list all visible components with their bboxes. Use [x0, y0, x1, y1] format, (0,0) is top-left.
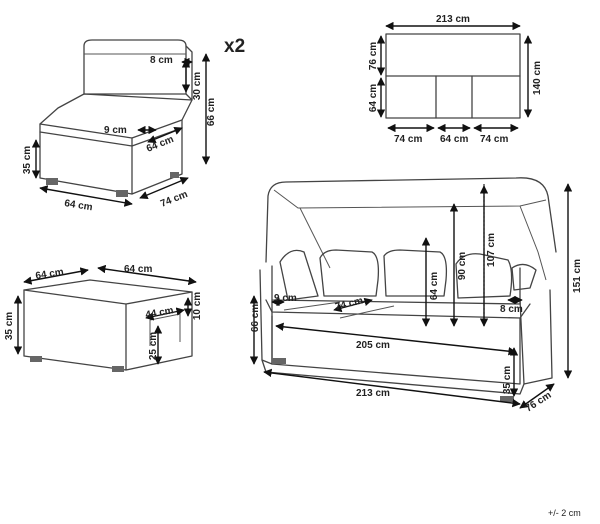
- ottoman-top-depth: 64 cm: [124, 264, 152, 275]
- daybed-total-width: 213 cm: [356, 388, 390, 399]
- chair-dimensions: [31, 53, 211, 207]
- chair-base-height: 35 cm: [22, 146, 33, 174]
- top-view-middle-section: 64 cm: [440, 134, 468, 145]
- daybed-drawing: [259, 177, 557, 402]
- daybed-depth: 76 cm: [524, 390, 554, 415]
- ottoman-height: 35 cm: [4, 312, 15, 340]
- top-view-dimensions: [376, 21, 533, 133]
- top-view-total-width: 213 cm: [436, 14, 470, 25]
- ottoman-top-width: 64 cm: [35, 267, 65, 282]
- chair-total-height: 66 cm: [206, 98, 217, 126]
- top-view-right-section: 74 cm: [480, 134, 508, 145]
- top-view-drawing: [385, 33, 521, 119]
- chair-depth: 74 cm: [159, 189, 190, 210]
- daybed-seat-width: 205 cm: [356, 340, 390, 351]
- ottoman-inner-width: 44 cm: [145, 305, 175, 321]
- daybed-seat-depth: 74 cm: [334, 295, 364, 313]
- chair-armless-width: 9 cm: [104, 125, 127, 136]
- chair-backrest-height: 30 cm: [192, 72, 203, 100]
- ottoman-leg-height: 25 cm: [148, 332, 159, 360]
- top-view-back-depth: 76 cm: [368, 42, 379, 70]
- chair-backrest-depth: 8 cm: [150, 55, 173, 66]
- chair-width: 64 cm: [64, 198, 94, 213]
- ottoman-inner-gap: 10 cm: [192, 292, 203, 320]
- daybed-arm-width-left: 9 cm: [274, 293, 297, 304]
- ottoman-dimensions: [13, 264, 197, 365]
- daybed-dimensions: [249, 183, 573, 409]
- daybed-base-height: 35 cm: [502, 366, 513, 394]
- daybed-back-height: 90 cm: [457, 252, 468, 280]
- top-view-left-section: 74 cm: [394, 134, 422, 145]
- daybed-total-height: 151 cm: [572, 259, 583, 293]
- daybed-arm-width-right: 8 cm: [500, 304, 523, 315]
- daybed-seat-height: 66 cm: [250, 304, 261, 332]
- daybed-seat-back-height: 64 cm: [429, 272, 440, 300]
- daybed-canopy-height: 107 cm: [486, 233, 497, 267]
- top-view-seat-depth: 64 cm: [368, 84, 379, 112]
- top-view-total-depth: 140 cm: [532, 61, 543, 95]
- tolerance-note: +/- 2 cm: [548, 508, 581, 518]
- multiplier-label: x2: [224, 36, 245, 57]
- ottoman-drawing: [23, 279, 193, 372]
